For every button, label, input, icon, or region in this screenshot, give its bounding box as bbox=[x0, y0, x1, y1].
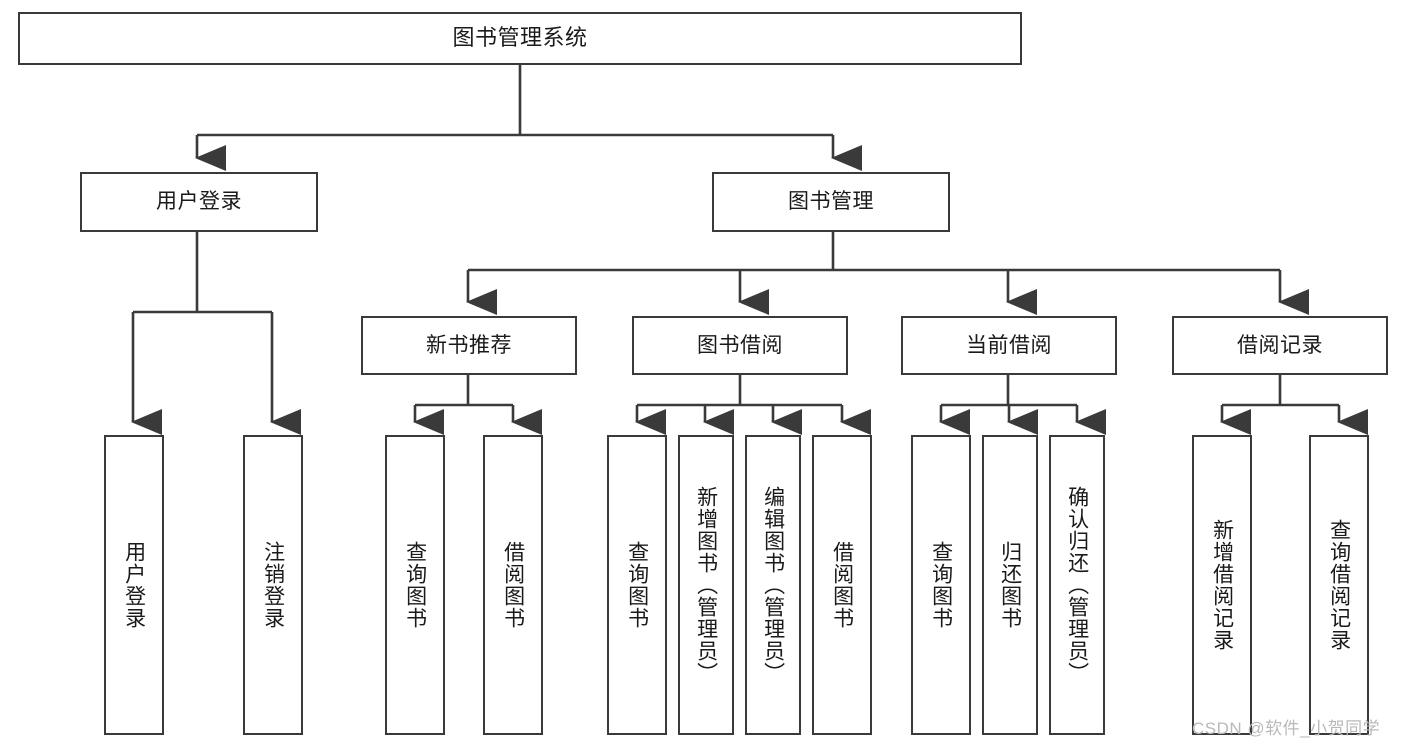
node-leaf-query-book-1-label: 查询图书 bbox=[403, 541, 427, 629]
node-leaf-edit-book-label: 编辑图书（管理员） bbox=[761, 486, 785, 684]
node-user-login-label: 用户登录 bbox=[156, 190, 242, 214]
node-book-borrow-label: 图书借阅 bbox=[697, 333, 783, 357]
node-leaf-user-login[interactable]: 用户登录 bbox=[104, 435, 164, 735]
node-new-book-rec[interactable]: 新书推荐 bbox=[361, 316, 577, 375]
node-leaf-query-book-3-label: 查询图书 bbox=[929, 541, 953, 629]
node-leaf-return-book-label: 归还图书 bbox=[998, 541, 1022, 629]
node-borrow-record[interactable]: 借阅记录 bbox=[1172, 316, 1388, 375]
node-leaf-user-login-label: 用户登录 bbox=[122, 541, 146, 629]
node-leaf-add-book-label: 新增图书（管理员） bbox=[694, 486, 718, 684]
node-leaf-borrow-book-2-label: 借阅图书 bbox=[830, 541, 854, 629]
node-leaf-query-book-1[interactable]: 查询图书 bbox=[385, 435, 445, 735]
node-leaf-borrow-book-1[interactable]: 借阅图书 bbox=[483, 435, 543, 735]
node-leaf-confirm-return[interactable]: 确认归还（管理员） bbox=[1049, 435, 1105, 735]
node-leaf-query-book-2-label: 查询图书 bbox=[625, 541, 649, 629]
node-leaf-borrow-book-1-label: 借阅图书 bbox=[501, 541, 525, 629]
node-leaf-edit-book[interactable]: 编辑图书（管理员） bbox=[745, 435, 801, 735]
node-leaf-borrow-book-2[interactable]: 借阅图书 bbox=[812, 435, 872, 735]
csdn-watermark: CSDN @软件_小贺同学 bbox=[1192, 719, 1381, 738]
node-root-label: 图书管理系统 bbox=[452, 25, 588, 51]
node-book-borrow[interactable]: 图书借阅 bbox=[632, 316, 848, 375]
node-leaf-query-record[interactable]: 查询借阅记录 bbox=[1309, 435, 1369, 735]
node-user-login[interactable]: 用户登录 bbox=[80, 172, 318, 232]
node-leaf-logout-label: 注销登录 bbox=[261, 541, 285, 629]
node-book-manage[interactable]: 图书管理 bbox=[712, 172, 950, 232]
node-root[interactable]: 图书管理系统 bbox=[18, 12, 1022, 65]
node-leaf-logout[interactable]: 注销登录 bbox=[243, 435, 303, 735]
node-leaf-query-book-2[interactable]: 查询图书 bbox=[607, 435, 667, 735]
node-current-borrow[interactable]: 当前借阅 bbox=[901, 316, 1117, 375]
node-new-book-rec-label: 新书推荐 bbox=[426, 333, 512, 357]
node-leaf-return-book[interactable]: 归还图书 bbox=[982, 435, 1038, 735]
node-leaf-query-record-label: 查询借阅记录 bbox=[1327, 519, 1351, 651]
node-current-borrow-label: 当前借阅 bbox=[966, 333, 1052, 357]
node-leaf-query-book-3[interactable]: 查询图书 bbox=[911, 435, 971, 735]
node-book-manage-label: 图书管理 bbox=[788, 190, 874, 214]
node-borrow-record-label: 借阅记录 bbox=[1237, 333, 1323, 357]
node-leaf-confirm-return-label: 确认归还（管理员） bbox=[1065, 486, 1089, 684]
node-leaf-add-book[interactable]: 新增图书（管理员） bbox=[678, 435, 734, 735]
node-leaf-add-record[interactable]: 新增借阅记录 bbox=[1192, 435, 1252, 735]
node-leaf-add-record-label: 新增借阅记录 bbox=[1210, 519, 1234, 651]
